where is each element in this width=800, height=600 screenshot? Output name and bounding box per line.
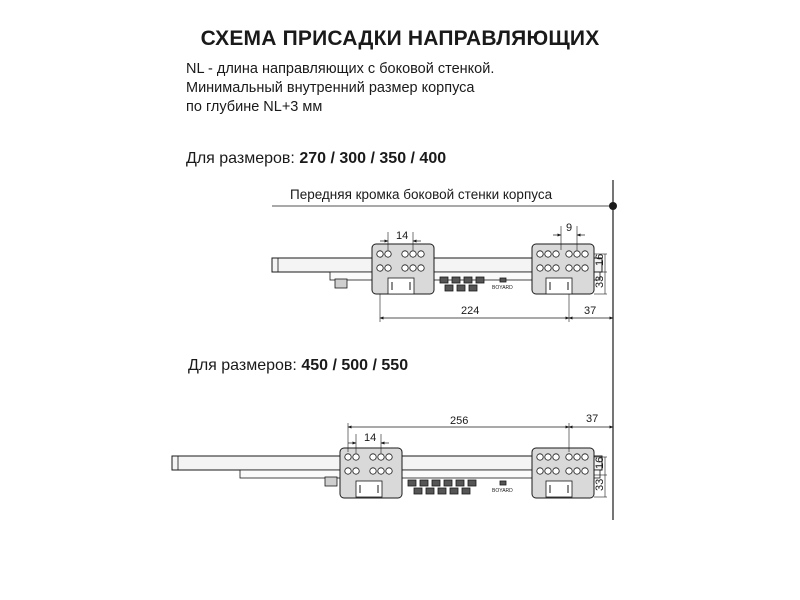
sizes-prefix: Для размеров: (188, 357, 302, 374)
front-edge-label: Передняя кромка боковой стенки корпуса (290, 187, 553, 202)
sizes-heading-1: Для размеров: 270 / 300 / 350 / 400 (186, 150, 446, 168)
dim-rear-pitch: 9 (566, 222, 572, 234)
sizes-values: 450 / 500 / 550 (301, 357, 409, 374)
dim-height-bottom: 33 (594, 479, 606, 491)
dim-front-pitch: 14 (396, 230, 408, 242)
dim-between: 224 (461, 305, 479, 317)
diagram-1: BOYARD 14 9 16 33 224 37 (271, 222, 614, 322)
brand-mark: BOYARD (492, 488, 513, 494)
sizes-prefix: Для размеров: (186, 150, 300, 167)
sizes-values: 270 / 300 / 350 / 400 (299, 150, 447, 167)
sizes-heading-2: Для размеров: 450 / 500 / 550 (188, 357, 408, 375)
rail-stopper (334, 278, 348, 289)
description: NL - длина направляющих с боковой стенко… (186, 60, 494, 117)
rail-stopper (324, 476, 338, 487)
dim-front-offset: 37 (586, 413, 598, 425)
brand-mark: BOYARD (492, 285, 513, 291)
front-edge: Передняя кромка боковой стенки корпуса (272, 180, 617, 520)
dim-height-top: 16 (594, 254, 606, 266)
dim-height-bottom: 33 (594, 276, 606, 288)
diagram-2: BOYARD 14 256 37 16 33 (171, 413, 614, 499)
dim-front-offset: 37 (584, 305, 596, 317)
lower-rail (239, 469, 601, 479)
page-title: СХЕМА ПРИСАДКИ НАПРАВЛЯЮЩИХ (200, 27, 600, 50)
dim-height-top: 16 (594, 457, 606, 469)
dim-front-pitch: 14 (364, 432, 376, 444)
description-line: Минимальный внутренний размер корпуса (186, 80, 475, 96)
dim-between: 256 (450, 415, 468, 427)
description-line: NL - длина направляющих с боковой стенко… (186, 61, 495, 77)
description-line: по глубине NL+3 мм (186, 99, 323, 115)
